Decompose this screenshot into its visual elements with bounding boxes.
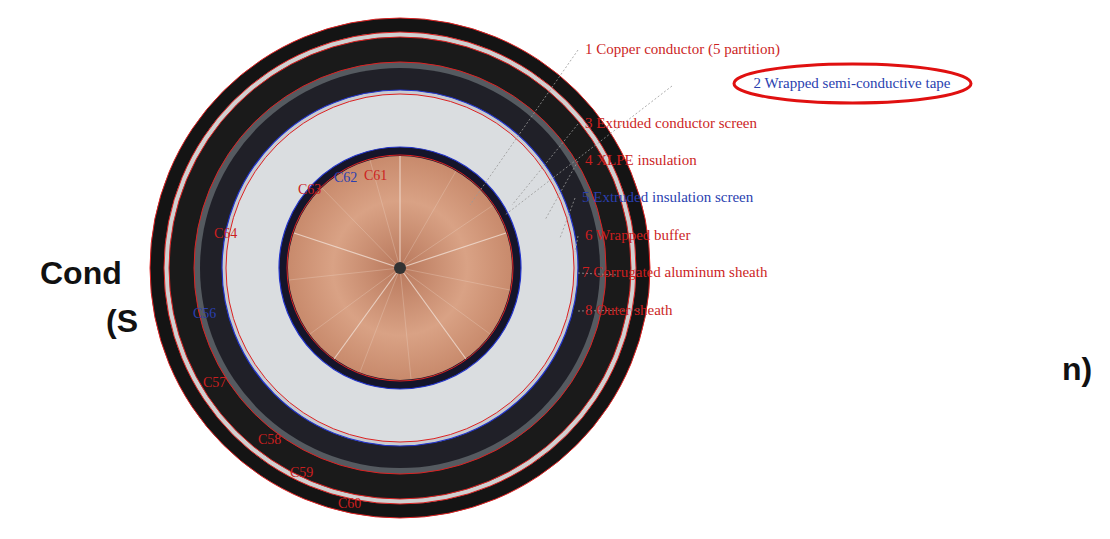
contour-tag: C61 [364,168,387,183]
contour-tag: C60 [338,496,361,511]
highlight-ellipse: 2 Wrapped semi-conductive tape [732,62,973,105]
part-label: 1 Copper conductor (5 partition) [585,41,780,58]
contour-tag: C63 [298,182,321,197]
contour-tag: C64 [214,226,237,241]
part-label: 8 Outer sheath [585,302,672,319]
contour-tag: C56 [193,306,216,321]
heading-fragment: n) [1062,352,1092,387]
contour-tag: C58 [258,432,281,447]
part-label: 5 Extruded insulation screen [582,189,753,206]
cable-cross-section [150,18,650,518]
contour-tag: C57 [203,375,226,390]
heading-fragment: (S [106,304,138,339]
heading-fragment: Cond [40,256,122,291]
part-label: 7 Corrugated aluminum sheath [582,264,767,281]
part-label: 6 Wrapped buffer [585,227,690,244]
part-label: 4 XLPE insulation [585,152,697,169]
contour-tag: C59 [290,465,313,480]
part-label: 3 Extruded conductor screen [585,115,757,132]
contour-tag: C62 [334,170,357,185]
part-label: 2 Wrapped semi-conductive tape [754,75,951,92]
